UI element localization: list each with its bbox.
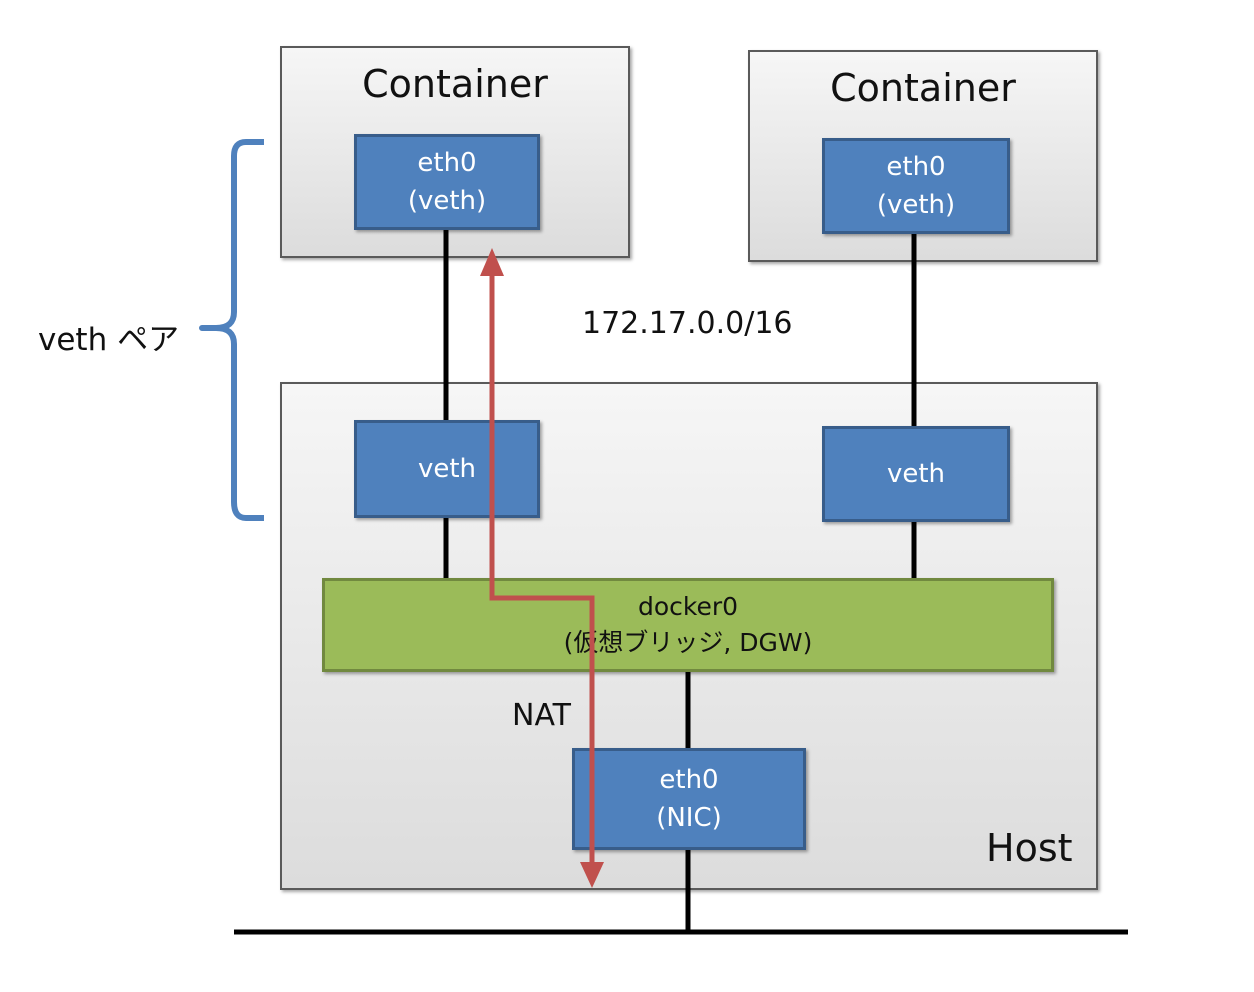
host-right-veth-label: veth <box>886 459 946 489</box>
nic-type: (NIC) <box>656 803 722 833</box>
nat-arrow-path <box>489 268 595 866</box>
left-container-eth0: eth0 (veth) <box>354 134 540 230</box>
nic-name: eth0 <box>659 765 719 795</box>
nat-arrow-head-up <box>480 248 504 276</box>
veth-pair-bracket <box>199 139 264 521</box>
host-left-veth-label: veth <box>417 454 477 484</box>
right-eth0-name: eth0 <box>886 152 946 182</box>
right-eth0-type: (veth) <box>876 190 956 220</box>
right-container-title: Container <box>830 66 1016 110</box>
host-label: Host <box>986 826 1073 870</box>
veth-pair-label: veth ペア <box>38 322 180 358</box>
subnet-label: 172.17.0.0/16 <box>582 306 793 341</box>
nat-label: NAT <box>512 698 571 733</box>
host-left-veth: veth <box>354 420 540 518</box>
bridge-description: (仮想ブリッジ, DGW) <box>563 628 813 657</box>
left-eth0-type: (veth) <box>407 186 487 216</box>
right-container-eth0: eth0 (veth) <box>822 138 1010 234</box>
left-container-title: Container <box>362 62 548 106</box>
nat-arrow-head-down <box>580 862 604 888</box>
host-right-veth: veth <box>822 426 1010 522</box>
docker0-bridge: docker0 (仮想ブリッジ, DGW) <box>322 578 1054 672</box>
bridge-name: docker0 <box>637 592 739 621</box>
left-eth0-name: eth0 <box>417 148 477 178</box>
host-nic-eth0: eth0 (NIC) <box>572 748 806 850</box>
